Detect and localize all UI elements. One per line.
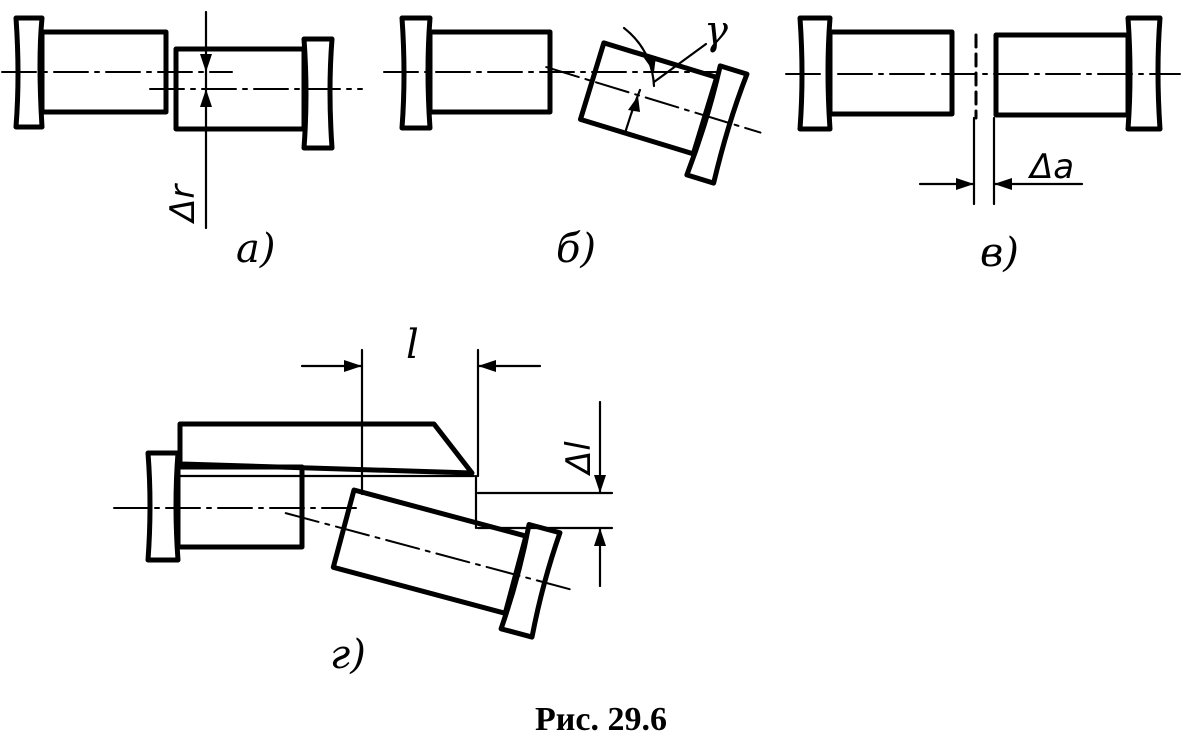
- gap-arrow-right: [994, 178, 1012, 190]
- gap-arrow-left: [956, 178, 974, 190]
- figure-caption: Рис. 29.6: [535, 701, 667, 738]
- length-arrow-left: [344, 360, 362, 372]
- subfigure-b-angular-offset: γ б): [383, 8, 762, 272]
- angle-leader: [652, 42, 708, 84]
- right-shaft-flange-a: [301, 36, 335, 151]
- radial-arrow-top: [200, 54, 212, 72]
- angle-arrow-top: [644, 56, 656, 72]
- offset-arrow-bottom: [594, 528, 606, 546]
- length-arrow-right: [478, 360, 496, 372]
- length-symbol: l: [406, 322, 419, 368]
- indicator-gauge-bar: [177, 421, 475, 476]
- offset-symbol: Δl: [559, 441, 599, 477]
- angle-arc: [622, 26, 656, 88]
- subfigure-a-radial-offset: Δr а): [1, 10, 363, 272]
- angle-symbol: γ: [704, 8, 728, 54]
- tilted-shaft-flange-g: [498, 521, 563, 640]
- subfigure-g-label: г): [330, 632, 366, 678]
- tilted-axis-g: [284, 512, 573, 591]
- tilted-shaft-flange-b: [684, 63, 750, 186]
- right-shaft-flange-v: [1125, 15, 1163, 132]
- radial-offset-symbol: Δr: [163, 183, 203, 225]
- offset-arrow-top: [594, 475, 606, 493]
- subfigure-g-combined-offset: l Δl г): [113, 322, 614, 678]
- subfigure-a-label: а): [236, 226, 275, 272]
- angle-arrow-bottom: [628, 96, 640, 112]
- tilted-axis-b: [545, 66, 762, 134]
- tilted-shaft-g: [284, 487, 573, 640]
- subfigure-b-label: б): [556, 226, 596, 272]
- left-shaft-flange-g: [145, 450, 181, 563]
- axial-gap-symbol: Δa: [1027, 147, 1074, 187]
- radial-arrow-bottom: [200, 89, 212, 107]
- subfigure-v-axial-offset: Δa в): [785, 15, 1181, 276]
- subfigure-v-label: в): [980, 230, 1019, 276]
- tilted-shaft-b: [545, 40, 762, 186]
